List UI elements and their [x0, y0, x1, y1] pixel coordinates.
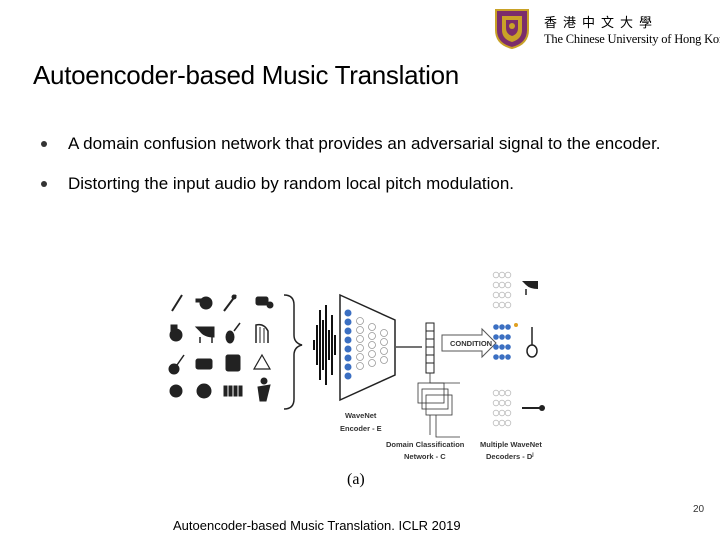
clarinet-icon [223, 294, 237, 312]
grand-piano-icon [194, 326, 215, 343]
trumpet-output-icon [522, 405, 545, 411]
accordion-icon [225, 354, 241, 372]
conductor-icon [257, 377, 271, 402]
bullet-item: Distorting the input audio by random loc… [38, 173, 698, 195]
guitar-icon [168, 354, 185, 375]
footer-citation: Autoencoder-based Music Translation. ICL… [173, 518, 461, 533]
university-logo: 香港中文大學 The Chinese University of Hong Ko… [490, 6, 720, 50]
piano-output-icon [522, 281, 538, 295]
wavenet-decoders [492, 271, 545, 427]
harp-icon [255, 323, 269, 343]
domain-classification-network [417, 373, 460, 438]
instrument-icons-grid [168, 294, 274, 402]
bullet-item: A domain confusion network that provides… [38, 133, 698, 155]
decoders-label-text: Decoders - D [486, 452, 533, 461]
brace-icon [283, 294, 303, 410]
bullet-dot-icon [41, 181, 47, 187]
horn-icon [195, 296, 213, 310]
page-number: 20 [693, 504, 705, 515]
encoder-label-line2: Encoder - E [340, 424, 382, 433]
decoders-label-line2: Decoders - Dj [486, 452, 534, 461]
university-name-chinese: 香港中文大學 [544, 16, 659, 31]
bass-drum-icon [196, 383, 212, 399]
bullet-dot-icon [41, 141, 47, 147]
bullet-list: A domain confusion network that provides… [38, 133, 698, 213]
condition-arrow: CONDITION [441, 327, 497, 359]
timpani-icon [169, 384, 183, 398]
snare-drum-icon [195, 358, 213, 370]
bullet-text: Distorting the input audio by random loc… [68, 174, 515, 193]
classifier-label-line1: Domain Classification [386, 440, 465, 449]
violin-icon [225, 322, 241, 344]
decoders-label-line1: Multiple WaveNet [480, 440, 542, 449]
condition-label: CONDITION [450, 339, 492, 348]
architecture-diagram: CONDITION [168, 271, 545, 461]
decoders-label-superscript: j [531, 452, 534, 458]
xylophone-icon [223, 385, 243, 397]
latent-code [425, 322, 435, 374]
guitar-output-icon [526, 327, 538, 358]
tuba-icon [169, 324, 183, 342]
trumpet-icon [255, 296, 274, 309]
audio-waveform [313, 305, 336, 385]
figure-caption: (a) [347, 471, 365, 488]
wavenet-encoder [339, 293, 396, 402]
flute-icon [171, 294, 183, 312]
encoder-label-line1: WaveNet [345, 411, 377, 420]
triangle-icon [252, 353, 272, 370]
university-seal-icon [495, 9, 529, 50]
classifier-label-line2: Network - C [404, 452, 446, 461]
slide-title: Autoencoder-based Music Translation [33, 60, 459, 90]
bullet-text: A domain confusion network that provides… [68, 134, 661, 153]
university-name-english: The Chinese University of Hong Kong [544, 32, 720, 46]
